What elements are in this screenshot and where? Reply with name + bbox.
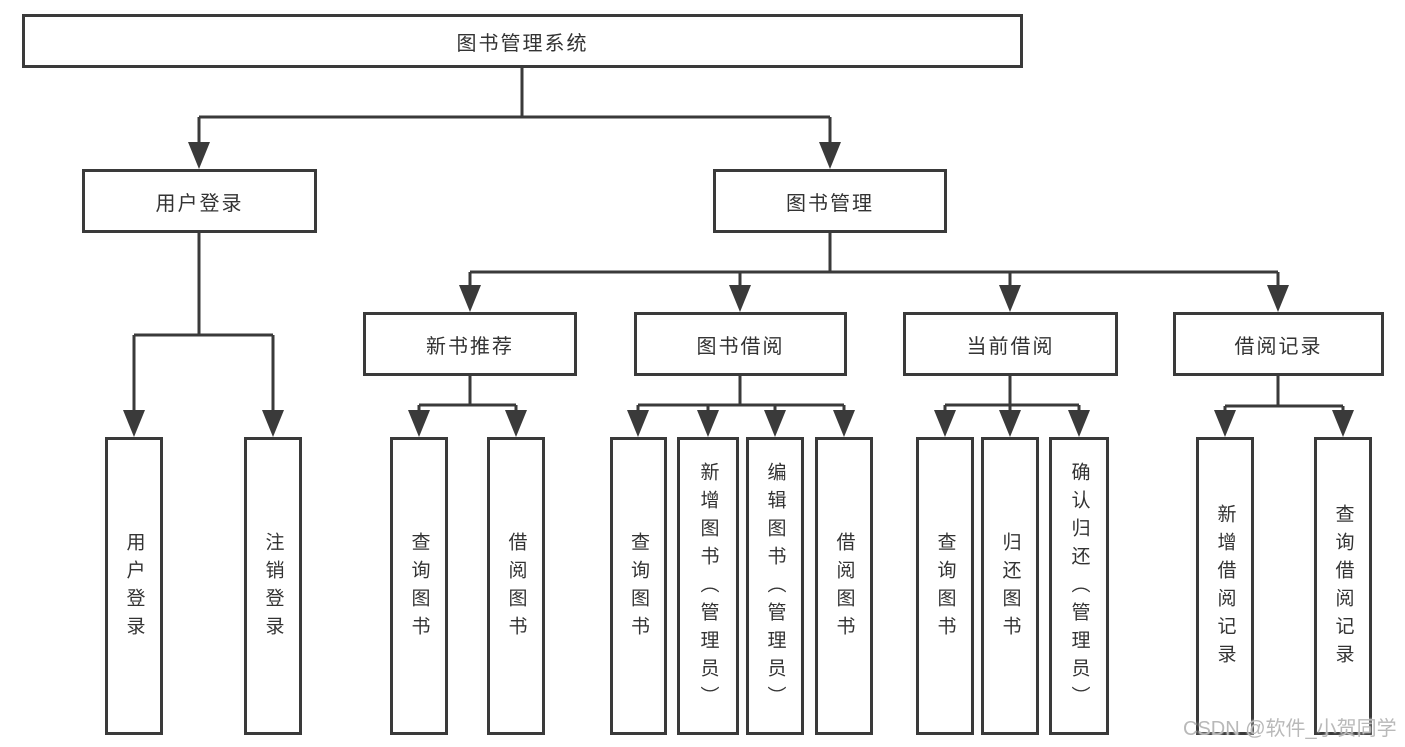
node-new-book-recommend: 新书推荐 (363, 312, 577, 376)
node-borrow-records: 借阅记录 (1173, 312, 1384, 376)
leaf-borrow-books-recommend: 借阅图书 (487, 437, 545, 735)
leaf-edit-book-admin: 编辑图书（管理员） (746, 437, 804, 735)
node-book-borrow: 图书借阅 (634, 312, 847, 376)
leaf-user-login-label: 用户登录 (123, 532, 145, 644)
leaf-add-book-admin-label: 新增图书（管理员） (697, 462, 719, 714)
leaf-query-books-borrow-label: 查询图书 (628, 532, 649, 644)
leaf-edit-book-admin-label: 编辑图书（管理员） (764, 462, 786, 714)
node-current-borrow: 当前借阅 (903, 312, 1118, 376)
node-user-login: 用户登录 (82, 169, 317, 233)
leaf-logout: 注销登录 (244, 437, 302, 735)
leaf-logout-label: 注销登录 (262, 532, 284, 644)
leaf-borrow-books-borrow-label: 借阅图书 (833, 532, 855, 644)
leaf-add-borrow-record: 新增借阅记录 (1196, 437, 1254, 735)
arrowheads (123, 142, 1354, 437)
leaf-confirm-return-admin-label: 确认归还（管理员） (1068, 462, 1090, 714)
leaf-query-borrow-record-label: 查询借阅记录 (1332, 504, 1354, 672)
leaf-query-books-current-label: 查询图书 (934, 532, 956, 644)
leaf-return-books: 归还图书 (981, 437, 1039, 735)
leaf-borrow-books-borrow: 借阅图书 (815, 437, 873, 735)
leaf-confirm-return-admin: 确认归还（管理员） (1049, 437, 1109, 735)
leaf-query-books-current: 查询图书 (916, 437, 974, 735)
node-library-system: 图书管理系统 (22, 14, 1023, 68)
leaf-query-books-borrow: 查询图书 (610, 437, 667, 735)
leaf-query-books-recommend-label: 查询图书 (408, 532, 430, 644)
leaf-return-books-label: 归还图书 (999, 532, 1021, 644)
node-book-management: 图书管理 (713, 169, 947, 233)
leaf-borrow-books-recommend-label: 借阅图书 (505, 532, 527, 644)
leaf-add-borrow-record-label: 新增借阅记录 (1214, 504, 1236, 672)
watermark: CSDN @软件_小贺同学 (1183, 718, 1397, 740)
leaf-query-borrow-record: 查询借阅记录 (1314, 437, 1372, 735)
leaf-add-book-admin: 新增图书（管理员） (677, 437, 739, 735)
leaf-user-login: 用户登录 (105, 437, 163, 735)
leaf-query-books-recommend: 查询图书 (390, 437, 448, 735)
